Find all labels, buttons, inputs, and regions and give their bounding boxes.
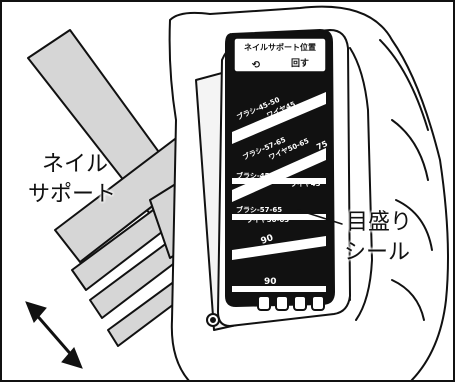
plate-header-line2: 回す bbox=[291, 58, 309, 69]
label-75-b: 75 bbox=[290, 241, 303, 251]
label-wire-50-65-b: ワイヤ50-65 bbox=[246, 216, 289, 224]
label-75-a: 75 bbox=[315, 139, 329, 152]
nail-support-callout-line2: サポート bbox=[28, 182, 117, 207]
rotate-icon: ⟲ bbox=[252, 60, 261, 71]
movement-arrow bbox=[25, 301, 83, 369]
label-90-a: 90 bbox=[260, 233, 275, 247]
scale-seal-callout-line2: シール bbox=[344, 240, 411, 265]
scale-plate bbox=[225, 29, 335, 307]
plate-header-line1: ネイルサポート位置 bbox=[244, 42, 316, 52]
scale-seal-leader-line bbox=[297, 209, 343, 225]
label-brad-45-50-b: ブラシ-45-50 bbox=[236, 171, 282, 180]
slot-row bbox=[257, 295, 325, 311]
label-90-b: 90 bbox=[264, 277, 277, 287]
nail-support-callout-line1: ネイル bbox=[42, 152, 109, 177]
label-wire-45-b: ワイヤ45 bbox=[290, 180, 321, 188]
label-brad-57-65-b: ブラシ-57-65 bbox=[236, 205, 282, 214]
scale-seal-callout-line1: 目盛り bbox=[346, 210, 413, 235]
